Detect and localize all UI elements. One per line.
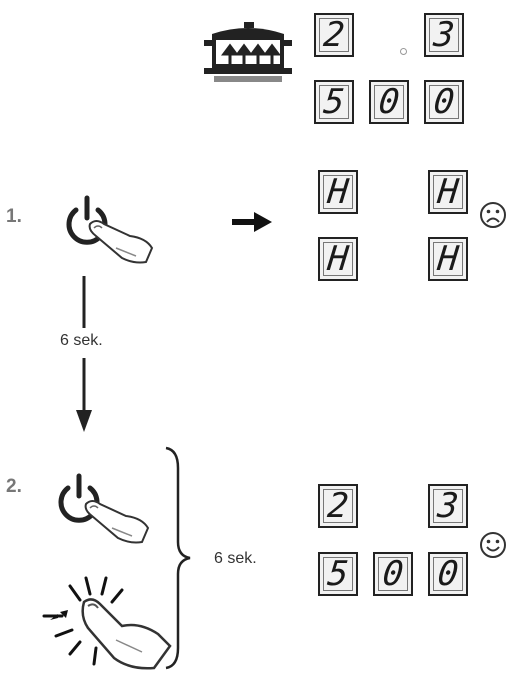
display-digit: 2 <box>321 15 347 55</box>
display-cell: H <box>318 237 358 281</box>
time-brace <box>165 446 191 670</box>
display-digit: H <box>325 239 351 279</box>
power-icon <box>66 195 108 245</box>
pressing-hand-icon <box>42 576 172 670</box>
display-cell: H <box>428 170 468 214</box>
power-icon <box>58 473 100 523</box>
display-cell: H <box>318 170 358 214</box>
step-1-number: 1. <box>6 206 22 227</box>
wait-time-label: 6 sek. <box>60 332 103 349</box>
decimal-dot <box>400 48 407 55</box>
happy-face-icon <box>480 532 506 558</box>
display-digit: 3 <box>435 486 461 526</box>
display-cell: 2 <box>314 13 354 57</box>
display-cell: H <box>428 237 468 281</box>
display-digit: 0 <box>376 82 402 122</box>
display-digit: 0 <box>431 82 457 122</box>
display-digit: 5 <box>321 82 347 122</box>
display-digit: 0 <box>435 554 461 594</box>
display-digit: H <box>435 172 461 212</box>
display-cell: 3 <box>424 13 464 57</box>
display-digit: 5 <box>325 554 351 594</box>
hold-time-label: 6 sek. <box>214 550 257 567</box>
display-cell: 0 <box>428 552 468 596</box>
display-cell: 5 <box>314 80 354 124</box>
display-digit: H <box>325 172 351 212</box>
display-digit: 0 <box>380 554 406 594</box>
display-cell: 5 <box>318 552 358 596</box>
down-arrow-icon <box>76 276 92 432</box>
display-cell: 0 <box>369 80 409 124</box>
pointing-hand-icon <box>84 500 150 544</box>
step-2-number: 2. <box>6 476 22 497</box>
display-cell: 0 <box>373 552 413 596</box>
cooking-pot-icon <box>204 22 292 82</box>
display-cell: 3 <box>428 484 468 528</box>
right-arrow-icon <box>232 212 272 232</box>
display-digit: 2 <box>325 486 351 526</box>
display-cell: 2 <box>318 484 358 528</box>
display-digit: 3 <box>431 15 457 55</box>
sad-face-icon <box>480 202 506 228</box>
display-digit: H <box>435 239 461 279</box>
display-cell: 0 <box>424 80 464 124</box>
pointing-hand-icon <box>88 220 154 264</box>
